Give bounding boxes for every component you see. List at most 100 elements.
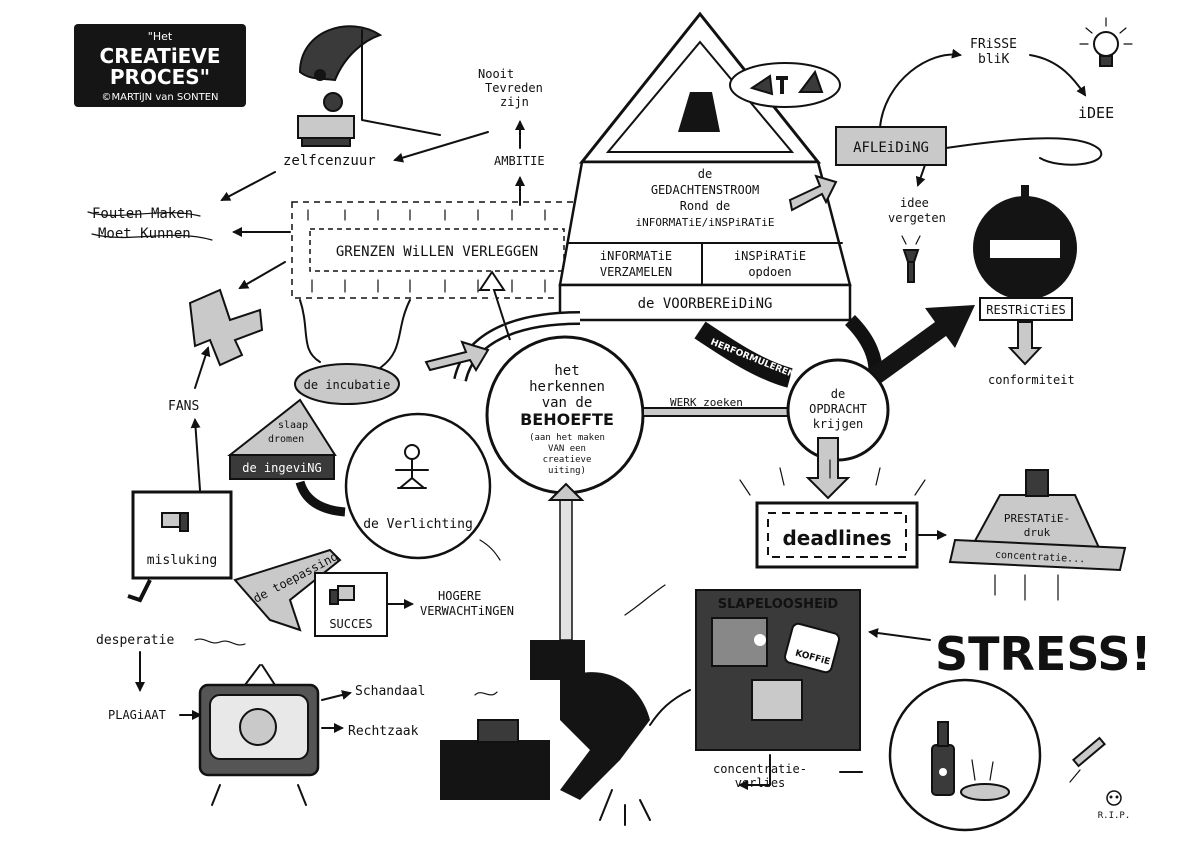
informatie-label-1: iNFORMATiE [600, 249, 672, 263]
slapeloosheid-box [695, 589, 861, 751]
arrow-to-restricties [855, 305, 975, 394]
informatie-label-2: VERZAMELEN [600, 265, 672, 279]
voorbereiding-label: de VOORBEREiDiNG [638, 296, 773, 312]
arrow-fans-cross [194, 346, 211, 389]
zelfcenzuur-illustration [297, 25, 441, 147]
bottle-icon [931, 721, 955, 796]
behoefte-label-1: het [554, 363, 579, 379]
squiggle-4 [474, 691, 498, 696]
arrow-to-behoefte [547, 482, 585, 501]
arrow-tv-schandaal [321, 690, 352, 701]
succes-label: SUCCES [329, 617, 372, 631]
rip-label: R.I.P. [1098, 811, 1131, 821]
ashtray-icon [960, 759, 1010, 801]
herformuleren-band [694, 321, 793, 388]
ambitie-label: AMBITIE [494, 154, 545, 168]
conformiteit-label: conformiteit [988, 373, 1075, 387]
ingeving-box [229, 454, 335, 480]
opdracht-label-1: de [831, 387, 845, 401]
hogere-label-2: VERWACHTiNGEN [420, 604, 514, 618]
deadlines-inner [767, 512, 907, 558]
broken-bulb-icon [901, 235, 921, 283]
werk-zoeken-label: WERK zoeken [670, 396, 743, 409]
concentratie-banner [948, 538, 1127, 572]
vergeten-label-2: vergeten [888, 211, 946, 225]
deadline-rays [739, 459, 926, 496]
arrow-to-afleiding [788, 174, 838, 212]
fans-label: FANS [168, 399, 199, 414]
skull-icon [1106, 790, 1122, 806]
squiggle-to-artist [649, 689, 691, 726]
stress-label: STRESS! [935, 627, 1152, 681]
herformuleren-label: HERFORMULEREN [709, 338, 796, 381]
behoefte-label-6: VAN een [548, 444, 586, 454]
inspiratie-label-1: iNSPiRATiE [734, 249, 806, 263]
nooit-label-2: Tevreden [485, 81, 543, 95]
steam-column [559, 497, 573, 641]
restricties-box [979, 297, 1073, 321]
inspiratie-label-2: opdoen [748, 265, 791, 279]
succes-box [314, 572, 388, 637]
eye-icon [754, 634, 766, 646]
arrow-to-grenzen [478, 270, 511, 341]
coffee-pot-icon [783, 622, 841, 674]
concentratie-label: concentratie... [995, 550, 1086, 566]
gedachten-label-1: de [698, 167, 712, 181]
ingeving-label: de ingeviNG [242, 461, 321, 475]
behoefte-label-4: BEHOEFTE [520, 410, 614, 429]
nooit-label-1: Nooit [478, 67, 514, 81]
plagiaat-label: PLAGiAAT [108, 708, 166, 722]
squiggle-2 [624, 584, 666, 616]
title-box: "Het CREATiEVE PROCES" ©MARTiJN van SONT… [74, 24, 246, 107]
prestatie-label-1: PRESTATiE- [1004, 512, 1070, 525]
idee-label: iDEE [1078, 104, 1114, 122]
desperatie-label: desperatie [96, 633, 174, 648]
vergeten-label-1: idee [900, 196, 929, 210]
incubatie-label: de incubatie [304, 378, 391, 392]
arrow-grenzen-cross [238, 261, 286, 290]
nooit-label-3: zijn [500, 95, 529, 109]
arrow-to-zelfcenzuur [393, 131, 489, 163]
schandaal-label: Schandaal [355, 684, 425, 699]
gedachten-label-2: GEDACHTENSTROOM [651, 183, 759, 197]
restricties-label: RESTRiCTiES [986, 303, 1065, 317]
thumbs-up-icon [329, 585, 355, 605]
opdracht-label-3: krijgen [813, 417, 864, 431]
tv-icon [198, 664, 320, 806]
arrow-stress-slapeloosheid [868, 628, 931, 641]
arrow-to-idee [1029, 54, 1087, 97]
frisse-label-2: bliK [978, 52, 1009, 67]
verlichting-label: de Verlichting [363, 517, 473, 532]
behoefte-label-5: (aan het maken [529, 433, 605, 443]
title-line1: "Het [148, 30, 173, 43]
slapeloosheid-label: SLAPELOOSHEiD [718, 597, 839, 612]
pyramid: de GEDACHTENSTROOM Rond de iNFORMATiE/iN… [558, 11, 852, 322]
meditating-figure-icon [395, 444, 429, 489]
gedachten-label-3: Rond de [680, 199, 731, 213]
arrow-misluking-down [127, 579, 152, 603]
prestatie-label-2: druk [1024, 526, 1051, 539]
grenzen-label: GRENZEN WiLLEN VERLEGGEN [336, 244, 538, 260]
thumbs-down-icon [161, 512, 189, 532]
slaap-label: slaap [278, 420, 308, 431]
fouten-maken-label-2: Moet Kunnen [98, 226, 191, 242]
misluking-label: misluking [147, 553, 217, 568]
incubatie-cloud [294, 363, 400, 405]
afleiding-label: AFLEiDiNG [853, 140, 929, 156]
toepassing-arrow [233, 548, 342, 632]
gedachten-label-4: iNFORMATiE/iNSPiRATiE [635, 216, 774, 229]
misluking-box [131, 490, 233, 580]
pressure-arrows [994, 574, 1059, 601]
arrow-to-fouten [220, 171, 276, 201]
scribble-strike [87, 211, 213, 241]
grenzen-zone: GRENZEN WiLLEN VERLEGGEN [291, 201, 585, 299]
dromen-label: dromen [268, 434, 304, 445]
afleiding-box [835, 126, 947, 166]
typing-artist-illustration [440, 640, 651, 826]
arrow-to-incubatie [424, 340, 490, 372]
arrow-to-deadlines [805, 437, 851, 500]
opdracht-label-2: OPDRACHT [809, 402, 867, 416]
behoefte-label-2: herkennen [529, 379, 605, 395]
vices-circle [888, 678, 1042, 832]
